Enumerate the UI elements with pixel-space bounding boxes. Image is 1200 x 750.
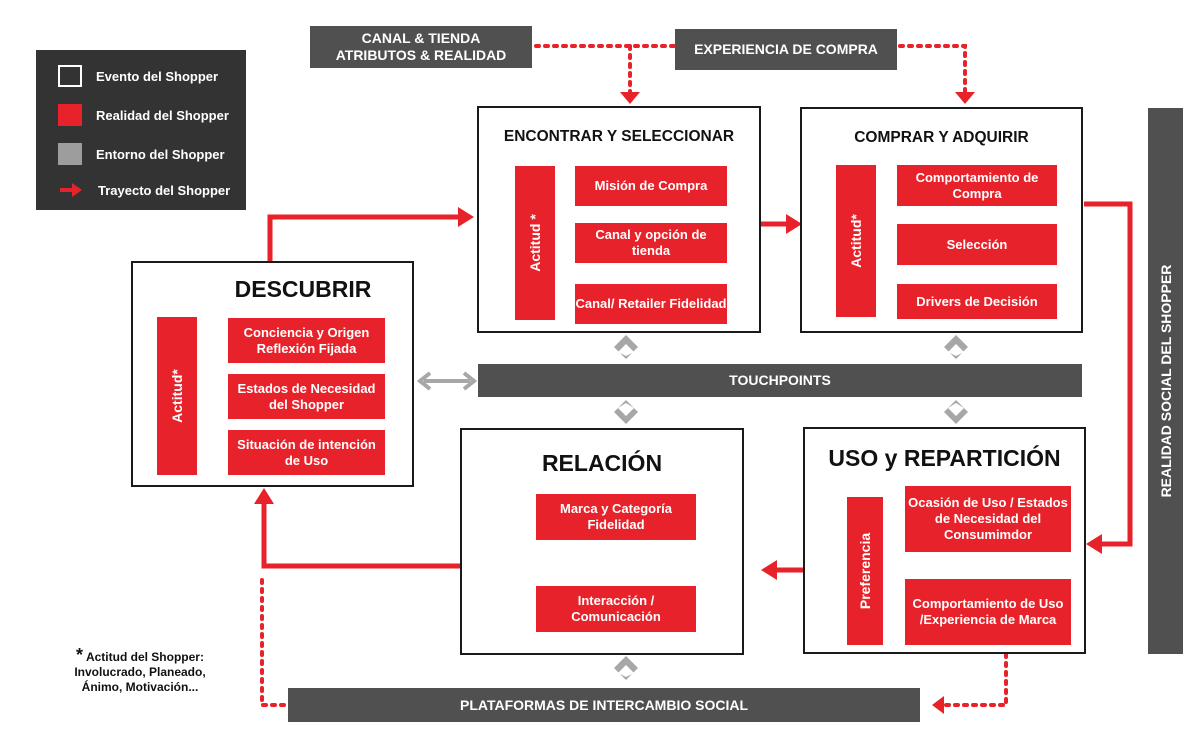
realidad-social-label: REALIDAD SOCIAL DEL SHOPPER — [1157, 264, 1174, 498]
drivers-de-decision: Drivers de Decisión — [897, 284, 1057, 319]
conciencia-origen: Conciencia y Origen Reflexión Fijada — [228, 318, 385, 363]
reality-swatch — [58, 104, 82, 126]
stage-relacion: RELACIÓN Marca y Categoría Fidelidad Int… — [460, 428, 744, 655]
stage-title: RELACIÓN — [541, 450, 663, 476]
plataformas-bar: PLATAFORMAS DE INTERCAMBIO SOCIAL — [288, 688, 920, 722]
marca-categoria-fidelidad: Marca y Categoría Fidelidad — [536, 494, 696, 540]
dotted-connector — [260, 578, 287, 707]
footnote-text: Ánimo, Motivación... — [81, 680, 199, 694]
experiencia-tag: EXPERIENCIA DE COMPRA — [675, 29, 897, 70]
actitud-bar: Actitud* — [836, 165, 876, 317]
legend-label: Entorno del Shopper — [96, 146, 225, 162]
dotted-connector — [898, 44, 967, 96]
preferencia-label: Preferencia — [857, 532, 873, 610]
actitud-label: Actitud* — [169, 369, 185, 423]
preferencia-bar: Preferencia — [847, 497, 883, 645]
tag-line: CANAL & TIENDA — [361, 30, 481, 46]
dotted-arrowhead — [955, 92, 975, 104]
dotted-connector — [943, 652, 1008, 707]
red-arrow-icon — [60, 183, 82, 197]
ocasion-de-uso: Ocasión de Uso / Estados de Necesidad de… — [905, 486, 1071, 552]
comportamiento-de-uso: Comportamiento de Uso /Experiencia de Ma… — [905, 579, 1071, 645]
stage-title: DESCUBRIR — [234, 276, 372, 302]
actitud-bar: Actitud* — [157, 317, 197, 475]
journey-path — [1084, 201, 1133, 547]
realidad-social-bar: REALIDAD SOCIAL DEL SHOPPER — [1148, 108, 1183, 654]
legend-item: Trayecto del Shopper — [58, 180, 230, 200]
legend-item: Evento del Shopper — [58, 65, 218, 87]
interaccion-comunicacion: Interacción / Comunicación — [536, 586, 696, 632]
dotted-arrowhead — [932, 696, 944, 714]
footnote-line: * Actitud del Shopper: — [40, 645, 240, 665]
situacion-intencion-uso: Situación de intención de Uso — [228, 430, 385, 475]
stage-title: USO y REPARTICIÓN — [828, 445, 1061, 471]
stage-descubrir: DESCUBRIR Actitud* Conciencia y Origen R… — [131, 261, 414, 487]
actitud-label: Actitud* — [848, 214, 864, 268]
journey-arrowhead — [458, 207, 474, 227]
stage-encontrar: ENCONTRAR Y SELECCIONAR Actitud * Misión… — [477, 106, 761, 333]
actitud-bar: Actitud * — [515, 166, 555, 320]
mision-de-compra: Misión de Compra — [575, 166, 727, 206]
canal-opcion-tienda: Canal y opción de tienda — [575, 223, 727, 263]
legend-label: Trayecto del Shopper — [98, 182, 231, 198]
canal-retailer-fidelidad: Canal/ Retailer Fidelidad — [575, 284, 727, 324]
footnote-text: Actitud del Shopper: — [85, 650, 204, 664]
journey-path — [267, 214, 460, 262]
double-arrow-icon — [416, 371, 478, 391]
comportamiento-de-compra: Comportamiento de Compra — [897, 165, 1057, 206]
dotted-arrowhead — [620, 92, 640, 104]
legend: Evento del Shopper Realidad del Shopper … — [36, 50, 246, 210]
stage-comprar: COMPRAR Y ADQUIRIR Actitud* Comportamien… — [800, 107, 1083, 333]
legend-item: Realidad del Shopper — [58, 104, 229, 126]
footnote-star: * — [76, 645, 84, 665]
journey-arrowhead — [254, 488, 274, 504]
event-swatch — [58, 65, 82, 87]
canal-tienda-tag: CANAL & TIENDA ATRIBUTOS & REALIDAD — [310, 26, 532, 68]
legend-item: Entorno del Shopper — [58, 143, 225, 165]
journey-arrowhead — [786, 214, 802, 234]
actitud-label: Actitud * — [527, 214, 543, 272]
tag-line: ATRIBUTOS & REALIDAD — [335, 47, 507, 63]
footnote-text: Involucrado, Planeado, — [74, 665, 206, 679]
stage-title: ENCONTRAR Y SELECCIONAR — [503, 128, 735, 145]
legend-label: Realidad del Shopper — [96, 107, 229, 123]
journey-arrowhead — [761, 560, 777, 580]
footnote: * Actitud del Shopper: Involucrado, Plan… — [40, 645, 240, 708]
journey-path — [261, 502, 460, 569]
journey-arrowhead — [1086, 534, 1102, 554]
environment-swatch — [58, 143, 82, 165]
legend-label: Evento del Shopper — [96, 68, 219, 84]
estados-de-necesidad: Estados de Necesidad del Shopper — [228, 374, 385, 419]
touchpoints-bar: TOUCHPOINTS — [478, 364, 1082, 397]
stage-title: COMPRAR Y ADQUIRIR — [854, 129, 1029, 146]
stage-uso: USO y REPARTICIÓN Preferencia Ocasión de… — [803, 427, 1086, 654]
seleccion: Selección — [897, 224, 1057, 265]
